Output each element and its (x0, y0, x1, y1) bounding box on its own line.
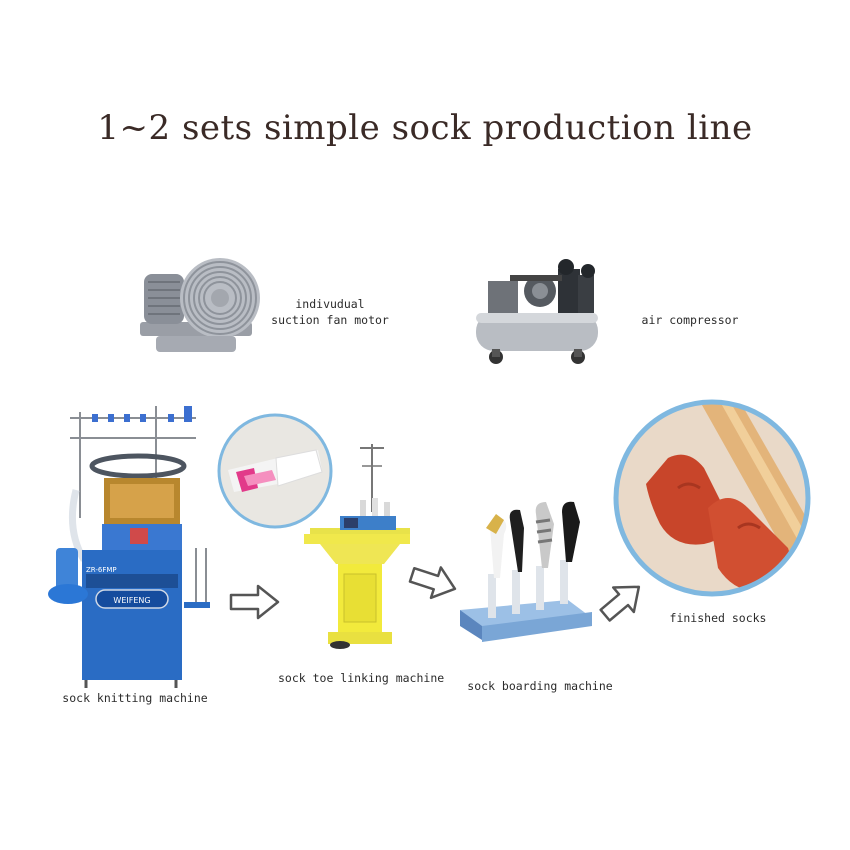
knitting-machine-label: sock knitting machine (62, 691, 208, 705)
page-title: 1~2 sets simple sock production line (97, 108, 753, 148)
fan-motor-label: indivudual suction fan motor (270, 296, 390, 328)
toe-linking-label: sock toe linking machine (278, 671, 445, 685)
boarding-machine-image (460, 501, 592, 642)
toe-linking-machine-image (304, 444, 410, 649)
knitting-machine-model: ZR-6FMP (86, 566, 117, 574)
sock-closeup-image (217, 413, 333, 529)
arrow-right-icon (229, 584, 280, 620)
air-compressor-image (476, 259, 598, 364)
knitting-machine-image: WEIFENG ZR-6FMP (48, 406, 210, 688)
fan-motor-image (140, 258, 260, 352)
finished-socks-image (613, 399, 811, 597)
air-compressor-label: air compressor (641, 313, 739, 327)
finished-socks-label: finished socks (669, 611, 767, 625)
fan-motor-label-line-2: suction fan motor (271, 313, 389, 327)
arrow-right-icon-2 (408, 566, 457, 600)
boarding-machine-label: sock boarding machine (467, 679, 613, 693)
knitting-machine-brand: WEIFENG (113, 596, 150, 605)
arrow-up-right-icon (599, 585, 641, 622)
fan-motor-label-line-1: indivudual (295, 297, 365, 311)
